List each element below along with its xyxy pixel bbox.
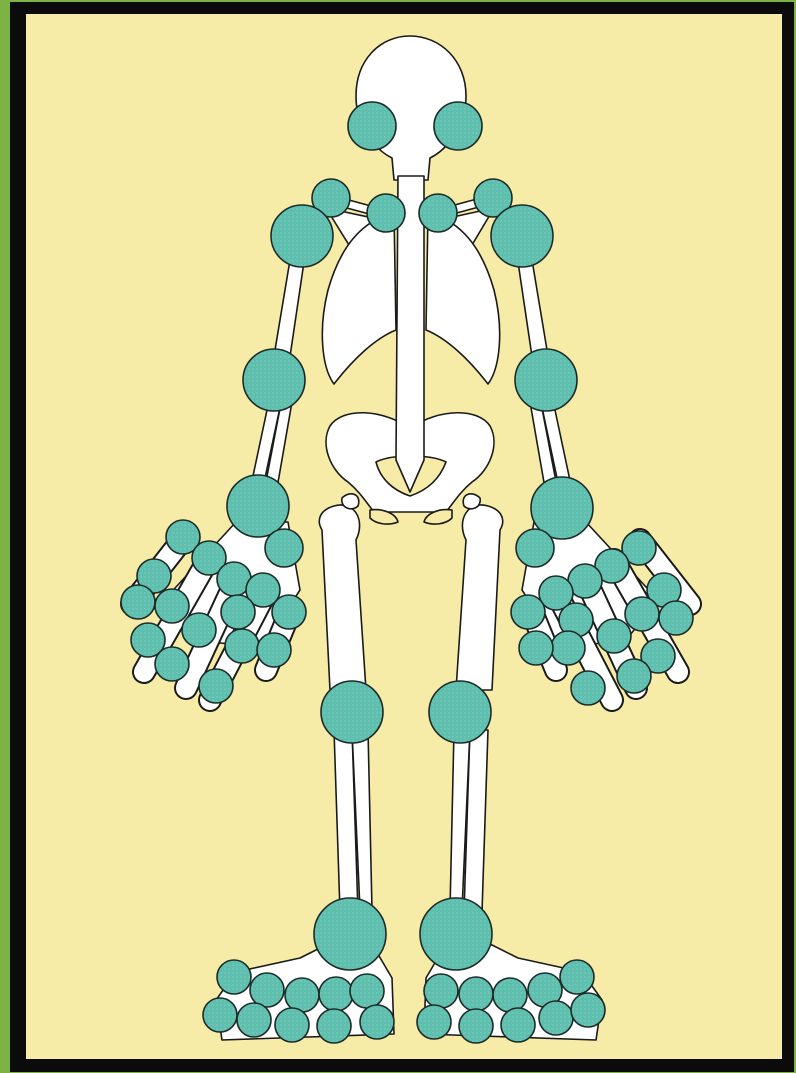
right-hand-joint-11-texture — [660, 602, 692, 634]
left-hand-joint-3-texture — [218, 563, 250, 595]
left-foot-joint-2-texture — [251, 974, 283, 1006]
right-foot-joint-5-texture — [561, 961, 593, 993]
left-knee-joint-texture — [322, 682, 382, 742]
right-wrist-joint-texture — [532, 478, 592, 538]
left-hand-joint-9-texture — [222, 596, 254, 628]
right-hand-joint-13-texture — [618, 660, 650, 692]
right-hand-joint-4-texture — [540, 577, 572, 609]
left-jaw-joint-texture — [349, 103, 395, 149]
right-hand-joint-10-texture — [512, 596, 544, 628]
left-wrist-joint-texture — [228, 476, 288, 536]
right-hand-joint-3-texture — [569, 565, 601, 597]
left-foot-joint-4-texture — [320, 978, 352, 1010]
left-foot-joint-10-texture — [361, 1006, 393, 1038]
left-ankle-joint-texture — [315, 899, 385, 969]
right-foot-joint-9-texture — [540, 1002, 572, 1034]
right-foot-joint-7-texture — [460, 1010, 492, 1042]
right-foot-joint-6-texture — [418, 1006, 450, 1038]
right-shoulder-joint-texture — [492, 206, 552, 266]
right-knee-joint-texture — [430, 682, 490, 742]
left-foot-joint-3-texture — [286, 979, 318, 1011]
left-hand-joint-16-texture — [200, 670, 232, 702]
left-sesamoid — [342, 494, 359, 509]
right-sternoclavicular-joint-texture — [420, 195, 456, 231]
right-hand-joint-15-texture — [520, 632, 552, 664]
left-foot-joint-7-texture — [238, 1004, 270, 1036]
left-sternoclavicular-joint-texture — [368, 195, 404, 231]
right-hand-joint-5-texture — [517, 530, 553, 566]
left-hand-joint-12-texture — [132, 624, 164, 656]
right-hand-joint-7-texture — [626, 598, 658, 630]
left-hand-joint-14-texture — [226, 630, 258, 662]
right-hand-joint-14-texture — [552, 632, 584, 664]
left-hand-joint-11-texture — [122, 586, 154, 618]
right-foot-joint-8-texture — [502, 1009, 534, 1041]
right-hand-joint-16-texture — [572, 672, 604, 704]
right-elbow-joint-texture — [516, 350, 576, 410]
right-jaw-joint-texture — [435, 103, 481, 149]
right-hand-joint-8-texture — [598, 620, 630, 652]
right-foot-joint-1-texture — [425, 975, 457, 1007]
left-foot-joint-9-texture — [318, 1010, 350, 1042]
right-ankle-joint-texture — [421, 899, 491, 969]
left-foot-joint-8-texture — [276, 1009, 308, 1041]
left-foot-joint-1-texture — [218, 961, 250, 993]
left-hand-joint-15-texture — [258, 634, 290, 666]
right-foot-joint-2-texture — [460, 978, 492, 1010]
left-hand-joint-7-texture — [156, 590, 188, 622]
right-foot-joint-3-texture — [494, 979, 526, 1011]
left-hand-joint-5-texture — [266, 530, 302, 566]
left-shoulder-joint-texture — [272, 206, 332, 266]
left-elbow-joint-texture — [244, 350, 304, 410]
left-hand-joint-10-texture — [273, 596, 305, 628]
left-hand-joint-13-texture — [156, 648, 188, 680]
left-foot-joint-6-texture — [204, 999, 236, 1031]
right-sesamoid — [463, 494, 480, 509]
left-foot-joint-5-texture — [351, 975, 383, 1007]
left-hand-joint-8-texture — [183, 614, 215, 646]
right-foot-joint-10-texture — [572, 994, 604, 1026]
